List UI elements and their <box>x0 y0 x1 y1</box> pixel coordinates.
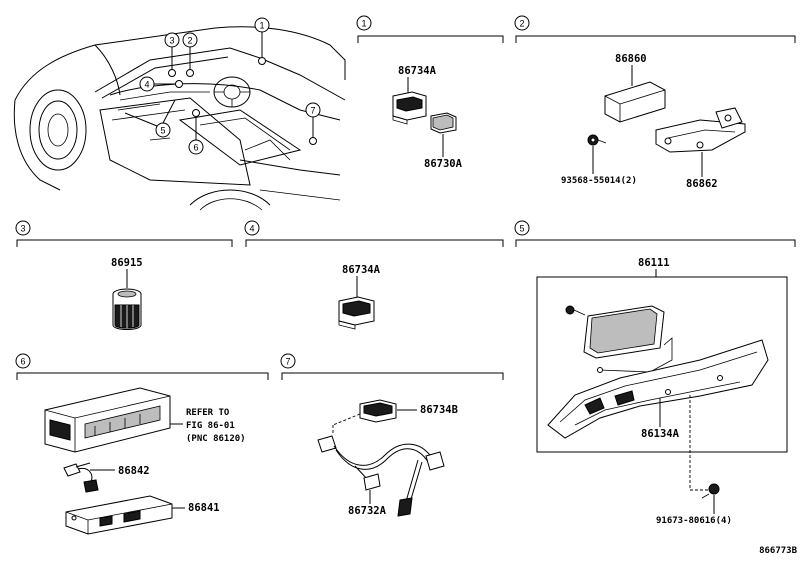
svg-text:86841: 86841 <box>188 502 220 514</box>
part-86730A[interactable] <box>430 112 457 134</box>
svg-text:86862: 86862 <box>686 178 718 190</box>
car-overview-illustration <box>13 26 346 211</box>
svg-text:86734B: 86734B <box>420 404 458 416</box>
svg-text:86730A: 86730A <box>424 158 463 170</box>
svg-text:2: 2 <box>519 19 524 29</box>
part-86862-bracket[interactable] <box>655 107 746 153</box>
section-7: 7 86734B 86732A <box>280 353 504 517</box>
part-86860[interactable] <box>604 81 666 123</box>
callout-3-marker: 3 <box>164 32 180 77</box>
svg-text:2: 2 <box>187 36 192 46</box>
part-93568-55014-bolt[interactable] <box>587 134 607 146</box>
svg-text:FIG 86-01: FIG 86-01 <box>186 421 235 431</box>
part-86842-harness[interactable] <box>63 462 99 493</box>
svg-text:4: 4 <box>249 224 254 234</box>
svg-text:3: 3 <box>169 36 174 46</box>
svg-text:5: 5 <box>160 126 165 136</box>
part-86734B[interactable] <box>359 399 397 423</box>
svg-text:6: 6 <box>20 357 25 367</box>
part-86734A-sec1[interactable] <box>392 91 427 125</box>
refer-to-note: REFER TO FIG 86-01 (PNC 86120) <box>186 408 246 444</box>
section-3: 3 86915 <box>15 220 233 330</box>
callout-5-marker: 5 <box>124 99 176 138</box>
svg-text:5: 5 <box>519 224 524 234</box>
part-86734A-sec4[interactable] <box>338 296 375 330</box>
svg-text:86842: 86842 <box>118 465 150 477</box>
svg-text:1: 1 <box>259 21 264 31</box>
part-86915[interactable] <box>112 288 142 330</box>
svg-text:1: 1 <box>361 19 366 29</box>
callout-2-marker: 2 <box>182 32 198 77</box>
svg-text:86111: 86111 <box>638 257 670 269</box>
section-6: 6 REFER TO FIG 86-01 (PNC 86120) 86842 <box>15 353 269 535</box>
svg-text:93568-55014(2): 93568-55014(2) <box>561 176 637 186</box>
part-86134A-panel[interactable] <box>547 339 769 439</box>
part-86732A-cable[interactable] <box>317 413 445 517</box>
svg-text:86134A: 86134A <box>641 428 680 440</box>
svg-text:7: 7 <box>285 357 290 367</box>
svg-text:91673-80616(4): 91673-80616(4) <box>656 516 732 526</box>
svg-text:6: 6 <box>193 143 198 153</box>
screw-icon <box>565 305 586 316</box>
svg-text:86732A: 86732A <box>348 505 387 517</box>
svg-text:(PNC 86120): (PNC 86120) <box>186 434 246 444</box>
section-1: 1 86734A 86730A <box>356 15 504 170</box>
diagram-id: 866773B <box>759 546 798 556</box>
section-4: 4 86734A <box>244 220 504 330</box>
navigation-head-unit[interactable] <box>44 387 171 453</box>
part-91673-80616-screw[interactable] <box>701 483 720 499</box>
svg-text:86915: 86915 <box>111 257 143 269</box>
part-86841-module[interactable] <box>65 495 173 535</box>
svg-text:REFER TO: REFER TO <box>186 408 230 418</box>
svg-text:86734A: 86734A <box>398 65 437 77</box>
callout-4-marker: 4 <box>139 76 183 92</box>
part-86111-display[interactable] <box>583 305 673 373</box>
section-5: 5 86111 86134A <box>514 220 796 526</box>
svg-text:86734A: 86734A <box>342 264 381 276</box>
callout-6-marker: 6 <box>188 109 204 155</box>
svg-text:86860: 86860 <box>615 53 647 65</box>
callout-1-marker: 1 <box>254 17 270 65</box>
callout-7-marker: 7 <box>305 102 321 145</box>
svg-text:3: 3 <box>20 224 25 234</box>
svg-text:4: 4 <box>144 80 149 90</box>
svg-text:7: 7 <box>310 106 315 116</box>
section-2: 2 86860 93568-55014(2) 86862 <box>514 15 796 190</box>
